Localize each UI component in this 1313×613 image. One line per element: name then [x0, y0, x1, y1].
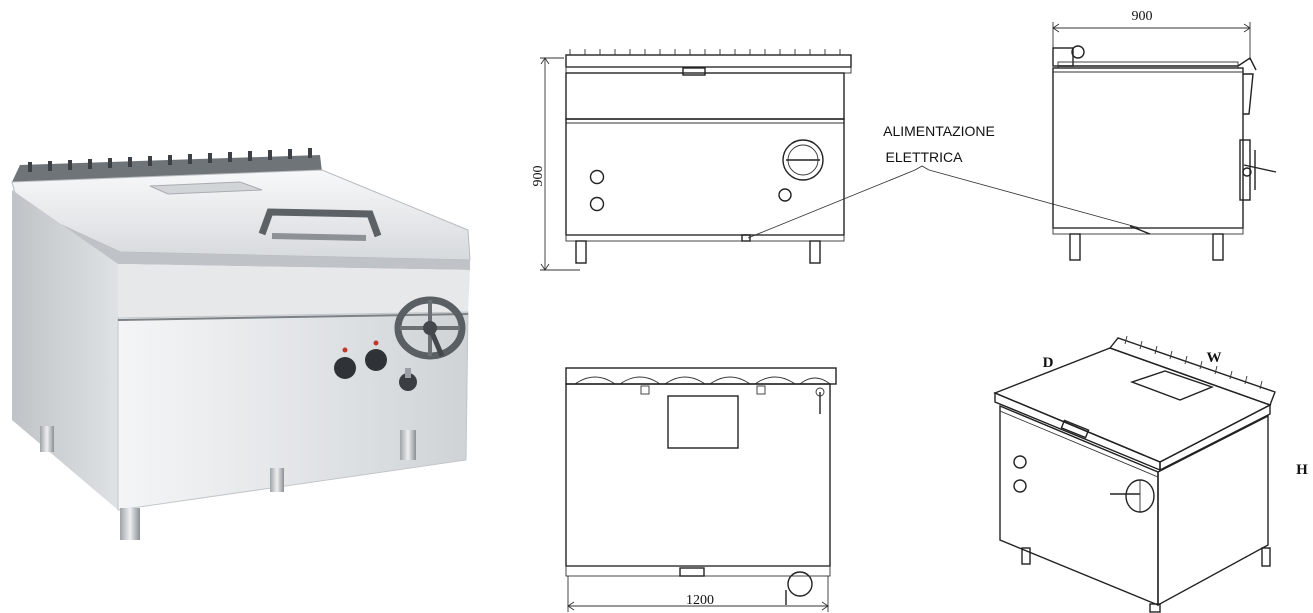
- grille-slots: [28, 148, 312, 172]
- lid-handle: [258, 208, 382, 238]
- callout-line1: ALIMENTAZIONE: [883, 123, 995, 139]
- iso-height-label: H: [1296, 462, 1308, 478]
- power-supply-callout: ALIMENTAZIONE ELETTRICA: [747, 123, 1141, 239]
- side-depth-dimension: 900: [1132, 9, 1153, 24]
- side-view-drawing: [1052, 22, 1277, 261]
- tilt-wheel-icon: [394, 296, 466, 360]
- front-height-dimension: 900: [531, 166, 546, 187]
- control-knob-icon: [334, 340, 417, 391]
- top-width-dimension: 1200: [686, 593, 714, 608]
- iso-width-label: W: [1207, 350, 1222, 366]
- product-render: [11, 148, 471, 540]
- legs: [40, 426, 416, 540]
- body-side: [12, 190, 118, 510]
- iso-depth-label: D: [1043, 355, 1054, 371]
- back-grille: [12, 155, 322, 182]
- front-view-drawing: [540, 49, 852, 271]
- top-view-drawing: [565, 367, 837, 612]
- front-upper-panel: [118, 264, 470, 318]
- body-front: [117, 311, 469, 511]
- lid-plate: [149, 181, 263, 195]
- isometric-view-drawing: [993, 335, 1276, 613]
- callout-line2: ELETTRICA: [885, 149, 963, 165]
- lid-edge: [18, 205, 470, 270]
